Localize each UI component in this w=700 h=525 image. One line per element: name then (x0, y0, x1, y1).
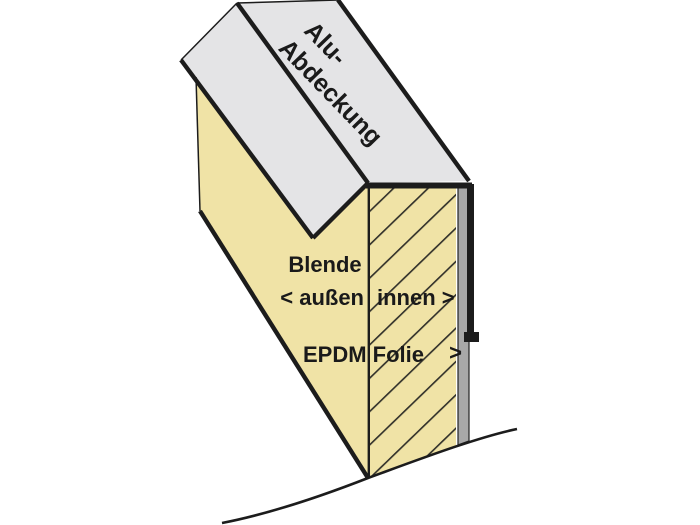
alu-top-back-edge (236, 0, 339, 4)
alu-cover-inner-leg-foot (464, 332, 479, 342)
label-innen: innen > (377, 285, 455, 310)
fascia-left-edge (195, 76, 201, 212)
label-epdm-folie: EPDM Folie (303, 342, 424, 367)
fascia-bottom-left-edge (198, 209, 370, 480)
alu-cover-outer-flap (181, 3, 368, 238)
alu-flap-front-edge (311, 181, 370, 240)
cross-section-hatch (368, 185, 456, 478)
alu-flap-back-edge (180, 2, 238, 61)
epdm-arrow: > (449, 340, 462, 365)
fascia-outer-face (196, 77, 368, 478)
thin-outlines (180, 0, 370, 478)
alu-cover-top-face (237, 0, 469, 183)
thick-outlines (179, 0, 474, 480)
alu-top-right-edge (336, 0, 471, 183)
label-aussen: < außen (280, 285, 364, 310)
label-blende: Blende (288, 252, 361, 277)
alu-ridge-edge (235, 1, 370, 185)
alu-flap-lower-edge (179, 58, 315, 240)
